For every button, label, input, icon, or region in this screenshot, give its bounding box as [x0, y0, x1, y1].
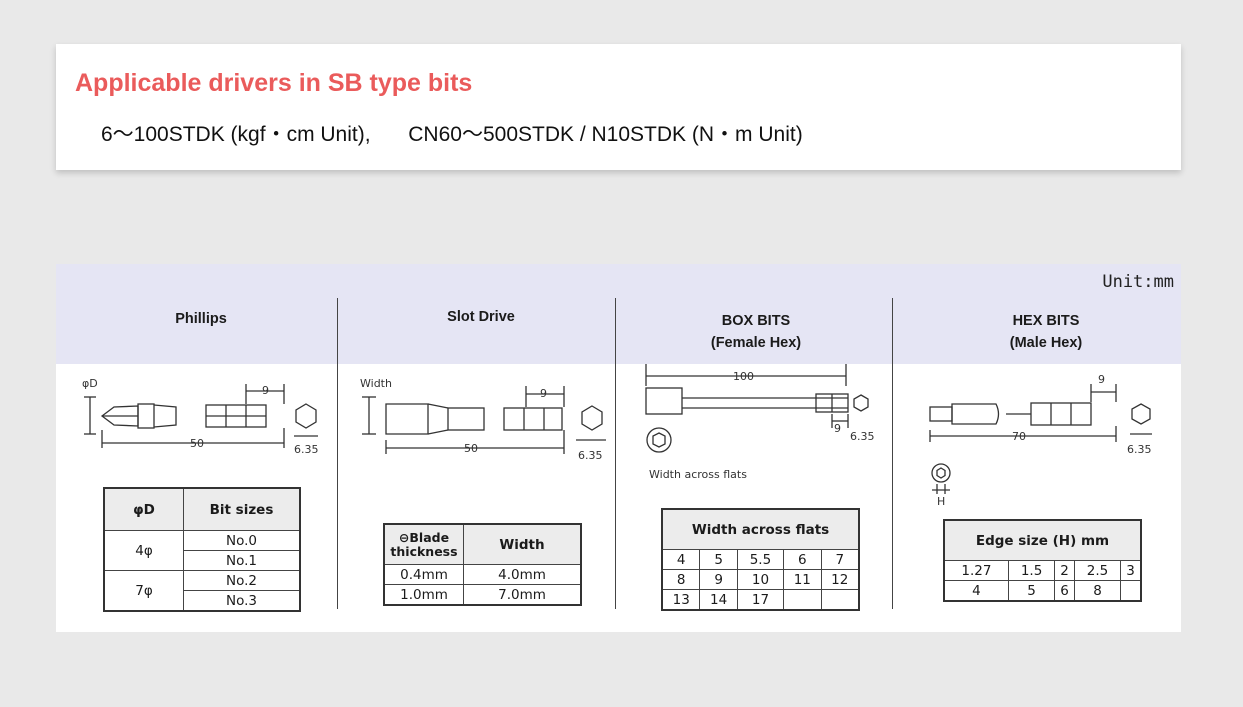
slot-dim-50: 50 — [464, 442, 478, 455]
bit-drawings: φD 9 50 6.35 Width 9 50 6.35 100 9 6.35 … — [82, 364, 1152, 508]
unit-label: Unit:mm — [1102, 272, 1174, 292]
slot-title: Slot Drive — [447, 309, 515, 325]
box-cell — [820, 589, 860, 610]
box-dim-100: 100 — [733, 370, 754, 383]
hex-bits-title-line2: (Male Hex) — [1009, 335, 1083, 351]
info-card: Applicable drivers in SB type bits 6～100… — [56, 44, 1181, 170]
column-divider — [337, 298, 338, 609]
subtitle-kgf-range: 6～100STDK (kgf・cm Unit), — [101, 123, 371, 146]
box-cell: 9 — [699, 569, 738, 590]
slot-header-width: Width — [463, 524, 581, 565]
column-divider — [615, 298, 616, 609]
phillips-bit-size: No.0 — [183, 530, 300, 551]
slot-table: ⊖Blade thickness Width 0.4mm 4.0mm 1.0mm… — [383, 523, 582, 606]
phillips-title: Phillips — [175, 311, 227, 327]
box-width-across-flats-label: Width across flats — [649, 468, 747, 481]
phillips-header-bit-sizes: Bit sizes — [183, 488, 300, 531]
slot-dim-9: 9 — [540, 387, 547, 400]
phillips-dim-50: 50 — [190, 437, 204, 450]
hex-dim-6-35: 6.35 — [1127, 443, 1152, 456]
hex-cell: 5 — [1007, 580, 1056, 601]
phillips-dim-d: φD — [82, 377, 98, 390]
box-cell: 5.5 — [736, 549, 785, 570]
slot-dim-width: Width — [360, 377, 392, 390]
box-dim-6-35: 6.35 — [850, 430, 875, 443]
box-cell: 14 — [699, 589, 738, 610]
slot-cell: 7.0mm — [463, 584, 581, 605]
card-title: Applicable drivers in SB type bits — [75, 69, 473, 97]
column-divider — [892, 298, 893, 609]
box-cell: 8 — [661, 569, 701, 590]
box-cell: 7 — [820, 549, 860, 570]
box-cell: 5 — [699, 549, 738, 570]
phillips-bit-drawing — [84, 384, 318, 448]
box-cell: 10 — [736, 569, 785, 590]
box-bits-title-line1: BOX BITS — [721, 313, 791, 329]
slot-dim-6-35: 6.35 — [578, 449, 603, 462]
hex-table-header: Edge size (H) mm — [944, 520, 1141, 561]
box-cell: 12 — [820, 569, 860, 590]
card-subtitle: 6～100STDK (kgf・cm Unit), CN60～500STDK / … — [101, 118, 803, 148]
box-cell: 17 — [736, 589, 785, 610]
box-table-header: Width across flats — [662, 509, 859, 550]
slot-bit-drawing — [362, 386, 606, 454]
box-cell: 11 — [783, 569, 822, 590]
box-cell — [783, 589, 822, 610]
phillips-bit-size: No.1 — [183, 550, 300, 571]
hex-cell: 1.5 — [1007, 560, 1056, 581]
box-bits-title: BOX BITS (Female Hex) — [676, 310, 836, 354]
box-bits-title-line2: (Female Hex) — [710, 335, 802, 351]
phillips-d-value: 7φ — [104, 570, 184, 611]
box-cell: 4 — [661, 549, 701, 570]
hex-bits-title-line1: HEX BITS — [1012, 313, 1080, 329]
bit-spec-panel: Unit:mm Phillips Slot Drive BOX BITS (Fe… — [56, 264, 1181, 632]
slot-cell: 4.0mm — [463, 564, 581, 585]
spec-header-band — [56, 264, 1181, 364]
phillips-dim-9: 9 — [262, 384, 269, 397]
hex-cell: 3 — [1120, 560, 1141, 581]
slot-header-blade-thickness: ⊖Blade thickness — [384, 524, 464, 565]
hex-dim-9: 9 — [1098, 373, 1105, 386]
hex-cell: 6 — [1054, 580, 1075, 601]
hex-dim-h: H — [937, 495, 945, 508]
box-dim-9: 9 — [834, 422, 841, 435]
slot-cell: 0.4mm — [384, 564, 464, 585]
hex-cell: 4 — [944, 580, 1009, 601]
box-cell: 13 — [661, 589, 701, 610]
subtitle-nm-range: CN60～500STDK / N10STDK (N・m Unit) — [408, 123, 803, 146]
hex-cell: 1.27 — [944, 560, 1009, 581]
phillips-d-value: 4φ — [104, 530, 184, 571]
box-cell: 6 — [783, 549, 822, 570]
hex-cell: 2 — [1054, 560, 1075, 581]
hex-bits-title: HEX BITS (Male Hex) — [966, 310, 1126, 354]
hex-bit-drawing — [929, 384, 1152, 494]
phillips-bit-size: No.3 — [183, 590, 300, 611]
phillips-bit-size: No.2 — [183, 570, 300, 591]
slot-cell: 1.0mm — [384, 584, 464, 605]
box-bits-table: Width across flats 4 5 5.5 6 7 8 9 10 11… — [661, 508, 860, 611]
hex-cell: 2.5 — [1073, 560, 1122, 581]
hex-cell — [1120, 580, 1141, 601]
phillips-table: φD Bit sizes 4φ No.0 No.1 7φ No.2 No.3 — [103, 487, 301, 612]
phillips-dim-6-35: 6.35 — [294, 443, 319, 456]
phillips-header-d: φD — [104, 488, 184, 531]
hex-dim-70: 70 — [1012, 430, 1026, 443]
box-bit-drawing — [645, 364, 869, 453]
hex-cell: 8 — [1073, 580, 1122, 601]
hex-bits-table: Edge size (H) mm 1.27 1.5 2 2.5 3 4 5 6 … — [943, 519, 1142, 602]
